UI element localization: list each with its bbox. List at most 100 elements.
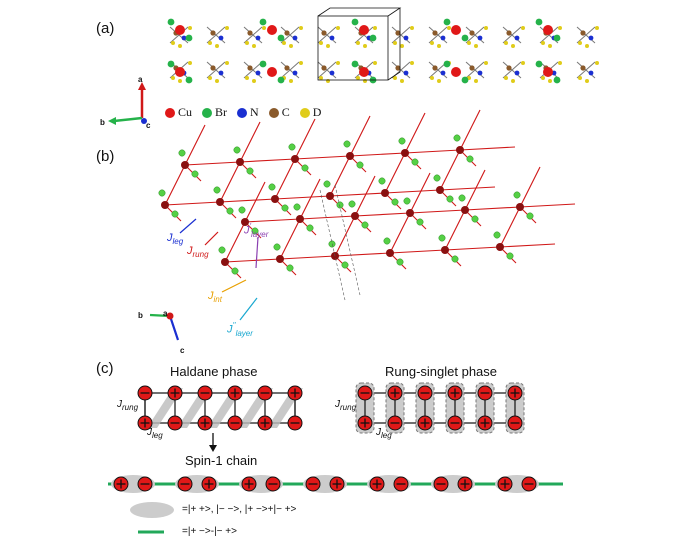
a-carbon-atom: [210, 65, 216, 71]
a-bond: [206, 26, 226, 44]
b-leg-bond: [389, 249, 446, 254]
b-copper-atom: [221, 258, 229, 266]
a-deuterium-atom: [178, 79, 182, 83]
b-leg-bond: [299, 215, 356, 220]
b-bromine-atom: [273, 243, 281, 251]
a-bromine-atom: [259, 60, 267, 68]
b-rung-bond: [274, 158, 296, 200]
a-bromine-atom: [167, 60, 175, 68]
b-bromine-atom: [251, 227, 259, 235]
j-layer-prime-label: J'layer: [244, 222, 269, 239]
a-copper-atom: [359, 67, 369, 77]
b-leg-bond: [409, 209, 466, 214]
a-carbon-atom: [432, 30, 438, 36]
b-bromine-atom: [378, 177, 386, 185]
b-leg-bond: [404, 149, 461, 154]
a-deuterium-atom: [225, 26, 229, 30]
b-bromine-atom: [246, 167, 254, 175]
b-rung-bond: [294, 118, 316, 160]
b-bromine-atom: [301, 164, 309, 172]
b-leg-bond: [224, 258, 281, 263]
a-deuterium-atom: [585, 79, 589, 83]
a-deuterium-atom: [558, 61, 562, 65]
a-unit-cell: [387, 8, 401, 81]
b-bromine-atom: [341, 261, 349, 269]
a-bond: [576, 61, 596, 79]
a-nitrogen-atom: [477, 70, 483, 76]
b-copper-atom: [326, 192, 334, 200]
b-bromine-atom: [493, 231, 501, 239]
a-deuterium-atom: [245, 41, 249, 45]
a-carbon-atom: [247, 65, 253, 71]
b-copper-atom: [236, 158, 244, 166]
b-bromine-atom: [281, 204, 289, 212]
b-leg-bond: [439, 186, 496, 191]
a-deuterium-atom: [326, 44, 330, 48]
a-bond: [539, 26, 559, 44]
a-deuterium-atom: [208, 41, 212, 45]
a-deuterium-atom: [171, 41, 175, 45]
a-deuterium-atom: [595, 61, 599, 65]
a-nitrogen-atom: [218, 70, 224, 76]
a-deuterium-atom: [336, 61, 340, 65]
a-bromine-atom: [443, 60, 451, 68]
b-bromine-atom: [323, 180, 331, 188]
a-bond: [465, 61, 485, 79]
b-bromine-atom: [213, 186, 221, 194]
a-bromine-atom: [535, 60, 543, 68]
c-jleg-right: Jleg: [376, 427, 392, 440]
a-deuterium-atom: [400, 79, 404, 83]
b-leg-bond: [274, 195, 331, 200]
a-bromine-atom: [461, 34, 469, 42]
a-carbon-atom: [506, 65, 512, 71]
b-bromine-atom: [433, 174, 441, 182]
a-bond: [169, 26, 189, 44]
b-copper-atom: [161, 201, 169, 209]
a-deuterium-atom: [548, 44, 552, 48]
a-bond: [317, 26, 337, 44]
a-deuterium-atom: [578, 76, 582, 80]
b-bromine-atom: [416, 218, 424, 226]
b-copper-atom: [241, 218, 249, 226]
a-bromine-atom: [185, 34, 193, 42]
b-bromine-atom: [438, 234, 446, 242]
b-bromine-atom: [453, 134, 461, 142]
a-deuterium-atom: [521, 26, 525, 30]
a-bromine-atom: [351, 18, 359, 26]
rung-singlet-phase-title: Rung-singlet phase: [385, 364, 498, 379]
b-leg-bond: [519, 203, 576, 208]
b-copper-atom: [386, 249, 394, 257]
a-carbon-atom: [580, 65, 586, 71]
b-copper-atom: [271, 195, 279, 203]
b-bromine-atom: [226, 207, 234, 215]
j-layer-dprime-label: J''layer: [227, 321, 253, 338]
panel-label-b: (b): [96, 148, 115, 165]
b-bromine-atom: [471, 215, 479, 223]
a-carbon-atom: [469, 65, 475, 71]
b-bromine-atom: [343, 140, 351, 148]
a-deuterium-atom: [225, 61, 229, 65]
b-bromine-atom: [238, 206, 246, 214]
b-leg-bond: [184, 161, 241, 166]
a-copper-atom: [267, 25, 277, 35]
a-deuterium-atom: [484, 26, 488, 30]
legend-cu: Cu: [165, 105, 192, 120]
b-axis-c-arrow: [168, 315, 180, 341]
b-copper-atom: [401, 149, 409, 157]
a-axis-c-dot: [141, 118, 147, 124]
a-nitrogen-atom: [403, 35, 409, 41]
axis-a-label: a: [138, 75, 143, 84]
a-carbon-atom: [321, 65, 327, 71]
a-deuterium-atom: [252, 79, 256, 83]
a-nitrogen-atom: [477, 35, 483, 41]
a-deuterium-atom: [319, 76, 323, 80]
b-bromine-atom: [411, 158, 419, 166]
a-bromine-atom: [461, 76, 469, 84]
legend-n: N: [237, 105, 259, 120]
a-deuterium-atom: [289, 44, 293, 48]
b-rung-bond: [279, 218, 301, 260]
axis-b2-label: b: [138, 311, 143, 320]
b-bromine-atom: [403, 197, 411, 205]
a-deuterium-atom: [474, 79, 478, 83]
